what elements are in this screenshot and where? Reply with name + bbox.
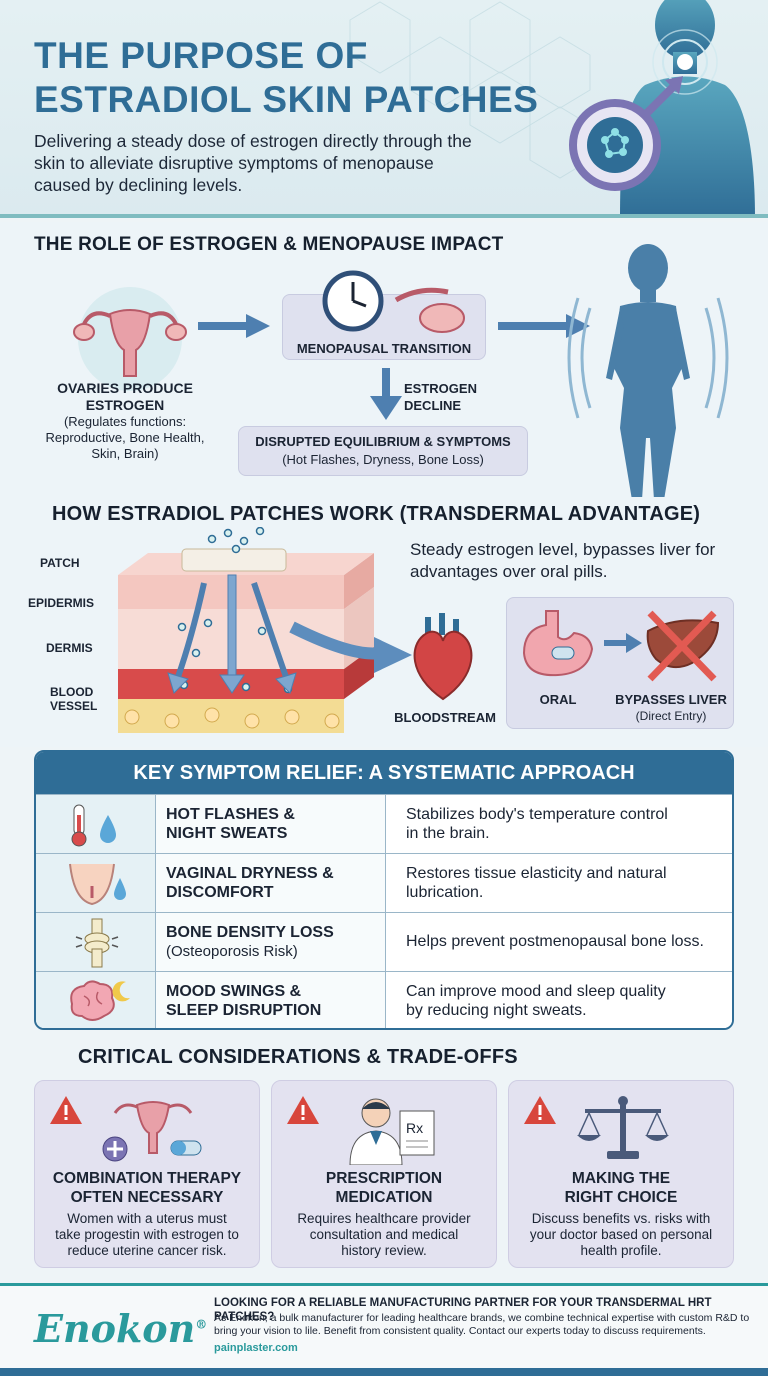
consideration-card-right-choice: MAKING THE RIGHT CHOICE Discuss benefits… [508,1080,734,1268]
knee-joint-icon [75,918,119,968]
brand-name: Enokon [34,1306,196,1351]
symptom-relief-table: KEY SYMPTOM RELIEF: A SYSTEMATIC APPROAC… [34,750,734,1030]
woman-silhouette-icon [569,0,755,214]
symptom-cell: BONE DENSITY LOSS (Osteoporosis Risk) [156,913,386,971]
table-row: HOT FLASHES & NIGHT SWEATS Stabilizes bo… [36,794,732,853]
symptom-cell: HOT FLASHES & NIGHT SWEATS [156,795,386,853]
brain-moon-icon [70,980,130,1021]
symptom-cell: MOOD SWINGS & SLEEP DISRUPTION [156,972,386,1028]
arrow-down-icon [370,368,402,420]
registered-mark-icon: ® [195,1317,208,1332]
icon-cell [36,972,156,1028]
ovaries-description: (Regulates functions: Reproductive, Bone… [45,414,205,461]
role-section-title: THE ROLE OF ESTROGEN & MENOPAUSE IMPACT [34,234,504,255]
relief-cell: Helps prevent postmenopausal bone loss. [386,913,732,971]
icon-cell [36,795,156,853]
disrupted-equilibrium-description: (Hot Flashes, Dryness, Bone Loss) [282,452,484,467]
symptom-name: BONE DENSITY LOSS [166,924,334,941]
header-banner: THE PURPOSE OF ESTRADIOL SKIN PATCHES De… [0,0,768,218]
warning-icon [287,1096,319,1124]
footer-headline: LOOKING FOR A RELIABLE MANUFACTURING PAR… [214,1297,712,1323]
symptom-name: HOT FLASHES & NIGHT SWEATS [166,806,295,842]
arrow-right-small-icon [604,633,642,653]
footer-text: As Enokon, a bulk manufacturer for leadi… [214,1312,750,1337]
woman-body-silhouette-icon [567,244,729,500]
brand-logo[interactable]: Enokon® [34,1306,207,1351]
disrupted-equilibrium-card [238,426,528,476]
table-row: BONE DENSITY LOSS (Osteoporosis Risk) He… [36,912,732,971]
clock-icon [322,270,384,332]
ovaries-label: OVARIES PRODUCE ESTROGEN [57,380,193,413]
relief-cell: Restores tissue elasticity and natural l… [386,854,732,912]
icon-cell [36,913,156,971]
warning-icon [524,1096,556,1124]
layer-label-patch: PATCH [40,556,80,570]
disrupted-equilibrium-label: DISRUPTED EQUILIBRIUM & SYMPTOMS [255,434,511,449]
page-title: THE PURPOSE OF ESTRADIOL SKIN PATCHES [34,35,539,120]
consideration-title: PRESCRIPTION MEDICATION [325,1170,443,1206]
svg-text:Rx: Rx [406,1120,423,1136]
footer-website-link[interactable]: painplaster.com [214,1342,298,1354]
ovary-icon [394,287,465,333]
warning-icon [50,1096,82,1124]
layer-label-blood-vessel: BLOOD VESSEL [50,685,98,713]
symptom-cell: VAGINAL DRYNESS & DISCOMFORT [156,854,386,912]
pelvis-droplet-icon [69,863,126,906]
patch-section-title: HOW ESTRADIOL PATCHES WORK (TRANSDERMAL … [52,503,701,525]
symptom-name: VAGINAL DRYNESS & DISCOMFORT [166,865,334,901]
relief-description: Can improve mood and sleep quality by re… [406,983,666,1019]
consideration-card-combination: COMBINATION THERAPY OFTEN NECESSARY Wome… [34,1080,260,1268]
relief-cell: Stabilizes body's temperature control in… [386,795,732,853]
page-subtitle: Delivering a steady dose of estrogen dir… [34,131,472,195]
layer-label-dermis: DERMIS [46,641,93,655]
consideration-description: Women with a uterus must take progestin … [55,1211,239,1258]
consideration-title: COMBINATION THERAPY OFTEN NECESSARY [52,1170,242,1206]
hexagon-pattern [349,1,591,179]
relief-description: Helps prevent postmenopausal bone loss. [406,933,704,950]
relief-cell: Can improve mood and sleep quality by re… [386,972,732,1028]
table-row: MOOD SWINGS & SLEEP DISRUPTION Can impro… [36,971,732,1028]
uterus-icon [73,287,187,391]
stomach-pill-icon [522,610,594,677]
oral-label: ORAL [539,692,577,707]
relief-description: Restores tissue elasticity and natural l… [406,865,667,901]
considerations-title: CRITICAL CONSIDERATIONS & TRADE-OFFS [78,1046,518,1068]
layer-label-epidermis: EPIDERMIS [28,596,95,610]
uterus-pills-icon [102,1101,202,1162]
patch-section: HOW ESTRADIOL PATCHES WORK (TRANSDERMAL … [0,497,768,747]
menopausal-transition-label: MENOPAUSAL TRANSITION [296,341,472,356]
symptom-name: MOOD SWINGS & SLEEP DISRUPTION [166,983,322,1019]
footer-bottom-bar [0,1368,768,1376]
table-title: KEY SYMPTOM RELIEF: A SYSTEMATIC APPROAC… [36,752,732,794]
consideration-description: Discuss benefits vs. risks with your doc… [529,1211,713,1258]
bloodstream-label: BLOODSTREAM [394,710,496,725]
footer: Enokon® LOOKING FOR A RELIABLE MANUFACTU… [0,1283,768,1376]
table-row: VAGINAL DRYNESS & DISCOMFORT Restores ti… [36,853,732,912]
estrogen-decline-label: ESTROGEN DECLINE [404,381,477,413]
scales-icon [577,1096,669,1159]
heart-icon [413,613,473,701]
role-section: THE ROLE OF ESTROGEN & MENOPAUSE IMPACT … [0,222,768,500]
icon-cell [36,854,156,912]
consideration-description: Requires healthcare provider consultatio… [297,1211,471,1258]
relief-description: Stabilizes body's temperature control in… [406,806,668,842]
arrow-right-icon [198,314,270,338]
consideration-card-prescription: Rx PRESCRIPTION MEDICATION Requires heal… [271,1080,497,1268]
consideration-title: MAKING THE RIGHT CHOICE [564,1170,678,1206]
transdermal-advantage-text: Steady estrogen level, bypasses liver fo… [410,540,716,581]
bypasses-liver-description: (Direct Entry) [635,709,707,723]
doctor-prescription-icon: Rx [349,1098,435,1165]
crossed-liver-icon [646,610,720,682]
thermometer-icon [71,804,116,847]
skin-cross-section-diagram [118,527,412,733]
symptom-subtitle: (Osteoporosis Risk) [166,943,298,960]
bypasses-liver-label: BYPASSES LIVER [615,692,727,707]
